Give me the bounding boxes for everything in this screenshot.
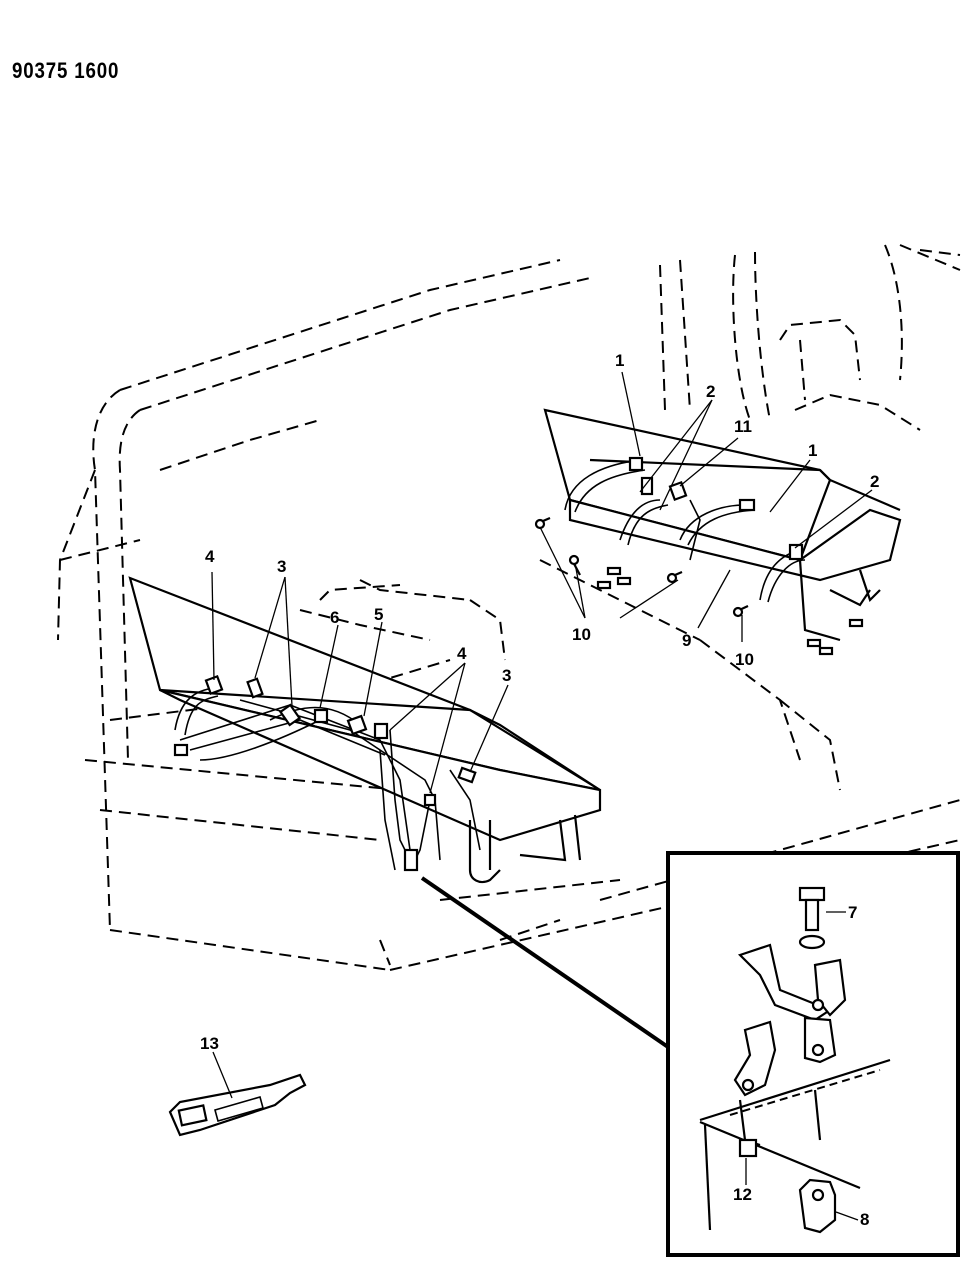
callout-12: 12 xyxy=(733,1185,752,1204)
callout-4-right: 4 xyxy=(457,644,467,663)
callout-2-right: 2 xyxy=(870,472,880,491)
callout-8: 8 xyxy=(860,1210,870,1229)
callout-2-upper: 2 xyxy=(706,382,716,401)
anchor-detail-inset xyxy=(420,851,960,1257)
callout-11: 11 xyxy=(734,417,752,436)
callout-13: 13 xyxy=(200,1034,219,1053)
callout-3-right: 3 xyxy=(502,666,512,685)
callout-5: 5 xyxy=(374,605,384,624)
callout-1-right: 1 xyxy=(808,441,818,460)
callout-10-right: 10 xyxy=(735,650,754,669)
callout-3-left: 3 xyxy=(277,557,287,576)
seat-belt-buckle xyxy=(168,1073,307,1137)
diagram-code: 90375 1600 xyxy=(12,58,120,83)
rear-bench-seat xyxy=(128,576,602,884)
callout-4-left: 4 xyxy=(205,547,215,566)
middle-bench-seat xyxy=(534,408,902,656)
callout-10-left: 10 xyxy=(572,625,591,644)
callout-9: 9 xyxy=(682,631,692,650)
callout-1-upper: 1 xyxy=(615,351,625,370)
callout-6: 6 xyxy=(330,608,340,627)
callout-leaders xyxy=(211,371,873,1221)
callout-7: 7 xyxy=(848,903,858,922)
